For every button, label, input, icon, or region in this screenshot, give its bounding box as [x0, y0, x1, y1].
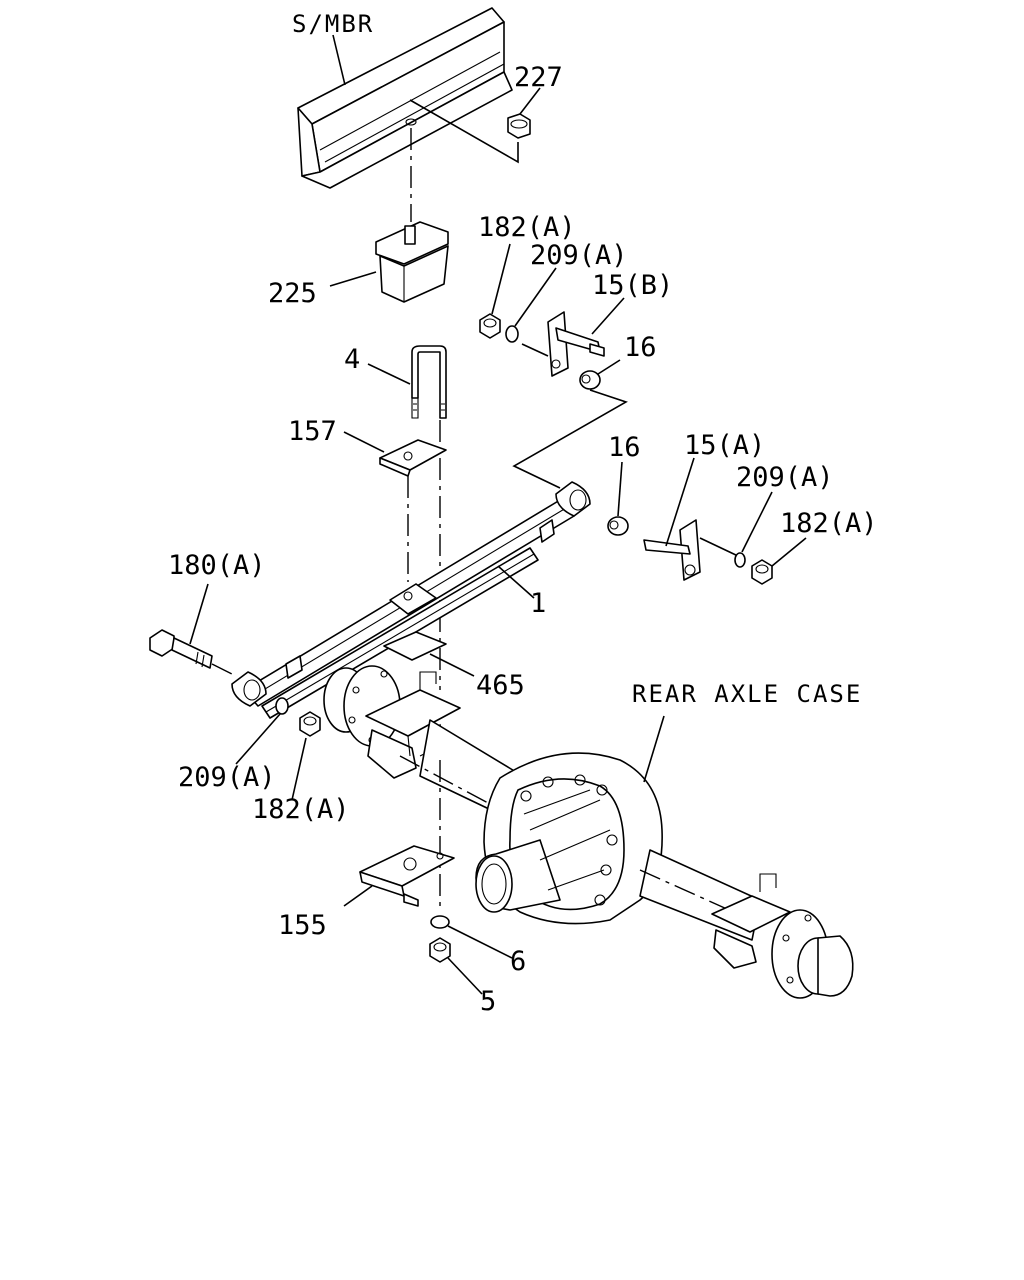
- leader-smbr: [332, 34, 346, 86]
- label-182a-left: 182(A): [252, 794, 350, 825]
- label-209a-top: 209(A): [530, 240, 628, 271]
- label-155: 155: [278, 910, 327, 941]
- spring-eye-rear: [555, 481, 591, 517]
- washer-209a-top: [505, 325, 519, 343]
- label-209a-right: 209(A): [736, 462, 834, 493]
- bushing-16-right: [607, 516, 629, 536]
- washer-6: [430, 915, 450, 929]
- label-smbr: S/MBR: [292, 10, 374, 38]
- label-15a: 15(A): [684, 430, 765, 461]
- label-225: 225: [268, 278, 317, 309]
- label-16-top: 16: [624, 332, 657, 363]
- shackle-15a: [643, 519, 701, 581]
- label-209a-left: 209(A): [178, 762, 276, 793]
- nut-182a-left: [299, 711, 321, 737]
- pad-465: [383, 631, 447, 661]
- nut-182a-right: [751, 559, 773, 585]
- label-180a: 180(A): [168, 550, 266, 581]
- label-15b: 15(B): [592, 270, 673, 301]
- leader-rear-axle-case: [643, 715, 665, 783]
- spring-plate-157: [379, 439, 447, 477]
- label-157: 157: [288, 416, 337, 447]
- bushing-16-top: [579, 370, 601, 390]
- washer-209a-left: [275, 697, 289, 715]
- label-rear-axle-case: REAR AXLE CASE: [632, 680, 862, 708]
- washer-209a-right: [734, 552, 746, 568]
- bolt-180a: [149, 629, 213, 669]
- u-bolt-4: [411, 345, 447, 419]
- rear-axle-case: [323, 665, 854, 999]
- spring-eye-front: [231, 671, 267, 707]
- label-182a-right: 182(A): [780, 508, 878, 539]
- label-227: 227: [514, 62, 563, 93]
- lower-seat-155: [359, 845, 455, 907]
- label-182a-top: 182(A): [478, 212, 576, 243]
- label-5: 5: [480, 986, 496, 1017]
- nut-227: [507, 113, 531, 139]
- label-465: 465: [476, 670, 525, 701]
- label-6: 6: [510, 946, 526, 977]
- label-4: 4: [344, 344, 360, 375]
- bump-stopper-225: [375, 221, 449, 303]
- nut-5: [429, 937, 451, 963]
- label-16-right: 16: [608, 432, 641, 463]
- nut-182a-top: [479, 313, 501, 339]
- label-1: 1: [530, 588, 546, 619]
- shackle-15b: [547, 311, 605, 377]
- side-member: [297, 7, 513, 189]
